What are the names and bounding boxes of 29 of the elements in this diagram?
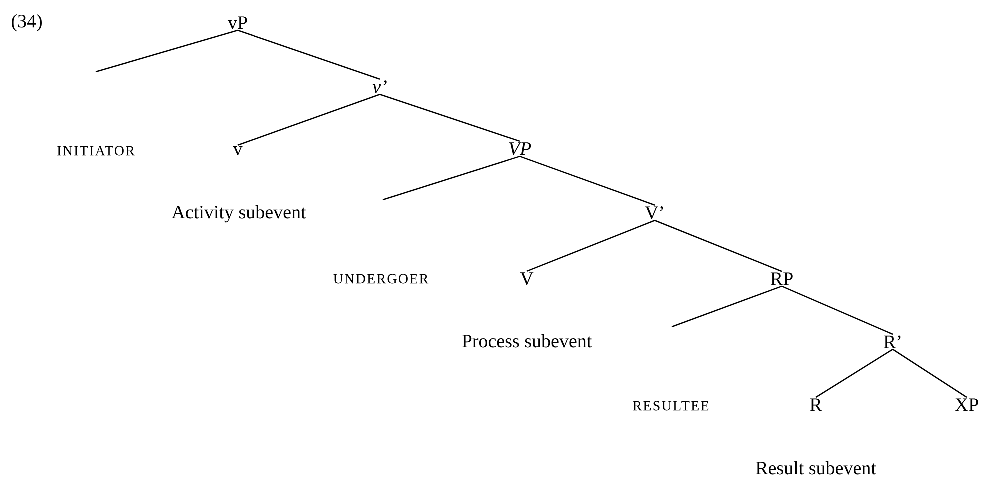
subevent-label: Process subevent [462, 334, 592, 348]
tree-label: VP [509, 142, 532, 156]
role-label: INITIATOR [58, 146, 135, 156]
branch-line [672, 286, 782, 328]
example-number: (34) [12, 14, 42, 32]
branch-line [238, 30, 380, 80]
tree-label: R’ [884, 336, 901, 348]
subevent-label: Result subevent [756, 461, 876, 475]
tree-label: XP [955, 398, 978, 412]
role-label: RESULTEE [633, 401, 709, 411]
branch-line [892, 348, 968, 398]
branch-line [816, 348, 894, 398]
subevent-label: Activity subevent [172, 205, 306, 223]
tree-label: vP [228, 16, 248, 30]
tree-label: R [810, 398, 822, 412]
tree-label: RP [770, 272, 793, 286]
branch-line [380, 94, 520, 142]
branch-line [520, 156, 656, 206]
tree-label: V’ [645, 206, 664, 220]
branch-line [654, 220, 782, 272]
branch-line [526, 220, 656, 272]
tree-label: V [520, 272, 534, 286]
branch-line [96, 30, 238, 73]
tree-label: v’ [372, 80, 387, 94]
branch-line [382, 156, 520, 201]
branch-line [238, 94, 380, 146]
branch-line [782, 286, 894, 336]
role-label: UNDERGOER [334, 274, 429, 284]
tree-label: v [233, 146, 243, 156]
